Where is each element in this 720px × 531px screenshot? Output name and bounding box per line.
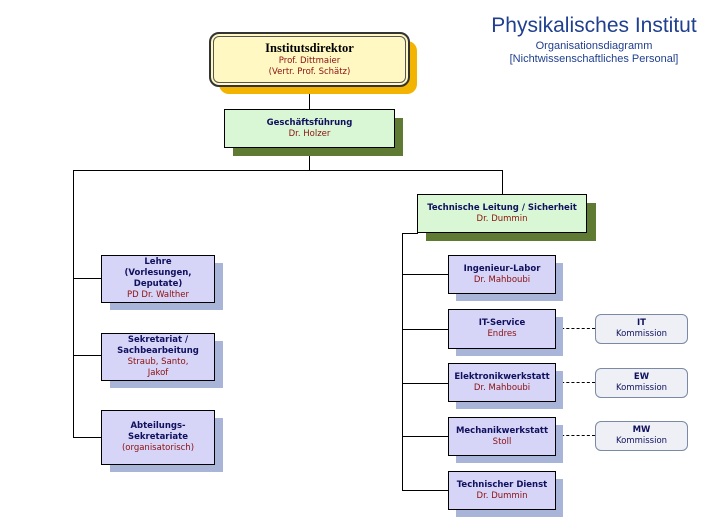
- connector-director-management: [309, 86, 310, 110]
- elektronikwerkstatt-box: Elektronikwerkstatt Dr. Mahboubi: [448, 363, 556, 402]
- lehre-name: PD Dr. Walther: [127, 290, 189, 300]
- ew-commission-title: EW: [633, 372, 650, 382]
- page-subtitle-note: [Nichtwissenschaftliches Personal]: [509, 53, 679, 65]
- connector-main-horizontal: [73, 170, 503, 171]
- connector-elektronikwerkstatt: [402, 383, 448, 384]
- ew-commission-label: Kommission: [615, 383, 668, 393]
- sekretariat-title: Sekretariat /: [127, 335, 189, 345]
- sekretariat-box: Sekretariat / Sachbearbeitung Straub, Sa…: [101, 333, 215, 381]
- it-commission-label: Kommission: [615, 329, 668, 339]
- ew-commission-box: EW Kommission: [595, 368, 688, 398]
- lehre-subtitle: (Vorlesungen, Deputate): [124, 268, 192, 289]
- technischer-dienst-name: Dr. Dummin: [476, 490, 528, 501]
- elektronikwerkstatt-name: Dr. Mahboubi: [473, 382, 531, 393]
- abteilungs-sekretariate-note: (organisatorisch): [121, 443, 195, 453]
- it-service-name: Endres: [487, 329, 517, 339]
- technical-lead-title: Technische Leitung / Sicherheit: [427, 202, 577, 213]
- director-box: Institutsdirektor Prof. Dittmaier (Vertr…: [209, 32, 410, 87]
- dashed-connector-mw-commission: [556, 435, 595, 436]
- management-box: Geschäftsführung Dr. Holzer: [224, 109, 395, 148]
- management-name: Dr. Holzer: [288, 128, 331, 139]
- director-deputy: (Vertr. Prof. Schätz): [268, 67, 351, 77]
- it-commission-box: IT Kommission: [595, 314, 688, 344]
- connector-to-technical-lead: [502, 170, 503, 195]
- page-title: Physikalisches Institut: [491, 14, 697, 37]
- connector-sekretariat: [73, 355, 101, 356]
- sekretariat-names-2: Jakof: [147, 368, 169, 378]
- it-service-box: IT-Service Endres: [448, 309, 556, 349]
- mechanikwerkstatt-title: Mechanikwerkstatt: [455, 425, 549, 436]
- connector-left-trunk: [73, 170, 74, 438]
- technischer-dienst-title: Technischer Dienst: [456, 479, 548, 490]
- connector-it-service: [402, 329, 448, 330]
- abteilungs-sekretariate-box: Abteilungs-Sekretariate (organisatorisch…: [101, 410, 215, 465]
- connector-mechanikwerkstatt: [402, 436, 448, 437]
- director-name: Prof. Dittmaier: [278, 56, 341, 66]
- dashed-connector-it-commission: [556, 328, 595, 329]
- mechanikwerkstatt-name: Stoll: [492, 436, 512, 447]
- connector-techlead-to-trunk: [402, 233, 418, 234]
- technischer-dienst-box: Technischer Dienst Dr. Dummin: [448, 471, 556, 510]
- it-service-title: IT-Service: [478, 318, 526, 328]
- ingenieur-labor-title: Ingenieur-Labor: [463, 263, 541, 274]
- sekretariat-names: Straub, Santo,: [127, 357, 189, 367]
- connector-technischer-dienst: [402, 490, 448, 491]
- director-title: Institutsdirektor: [265, 41, 354, 55]
- connector-right-trunk: [402, 233, 403, 491]
- technical-lead-box: Technische Leitung / Sicherheit Dr. Dumm…: [417, 194, 587, 233]
- connector-ingenieur-labor: [402, 274, 448, 275]
- it-commission-title: IT: [637, 318, 646, 328]
- dashed-connector-ew-commission: [556, 382, 595, 383]
- ingenieur-labor-name: Dr. Mahboubi: [473, 274, 531, 285]
- elektronikwerkstatt-title: Elektronikwerkstatt: [454, 371, 550, 382]
- sekretariat-subtitle: Sachbearbeitung: [117, 346, 199, 356]
- technical-lead-name: Dr. Dummin: [476, 213, 528, 224]
- abteilungs-sekretariate-title: Abteilungs-Sekretariate: [128, 421, 188, 442]
- mw-commission-label: Kommission: [615, 436, 668, 446]
- lehre-box: Lehre (Vorlesungen, Deputate) PD Dr. Wal…: [101, 255, 215, 303]
- lehre-title: Lehre: [144, 257, 172, 267]
- mechanikwerkstatt-box: Mechanikwerkstatt Stoll: [448, 417, 556, 456]
- connector-lehre: [73, 278, 101, 279]
- connector-management-down: [309, 148, 310, 171]
- connector-abteilungs-sekretariate: [73, 437, 101, 438]
- mw-commission-box: MW Kommission: [595, 421, 688, 451]
- mw-commission-title: MW: [632, 425, 651, 435]
- ingenieur-labor-box: Ingenieur-Labor Dr. Mahboubi: [448, 255, 556, 294]
- management-title: Geschäftsführung: [266, 117, 353, 128]
- page-subtitle: Organisationsdiagramm: [535, 40, 653, 52]
